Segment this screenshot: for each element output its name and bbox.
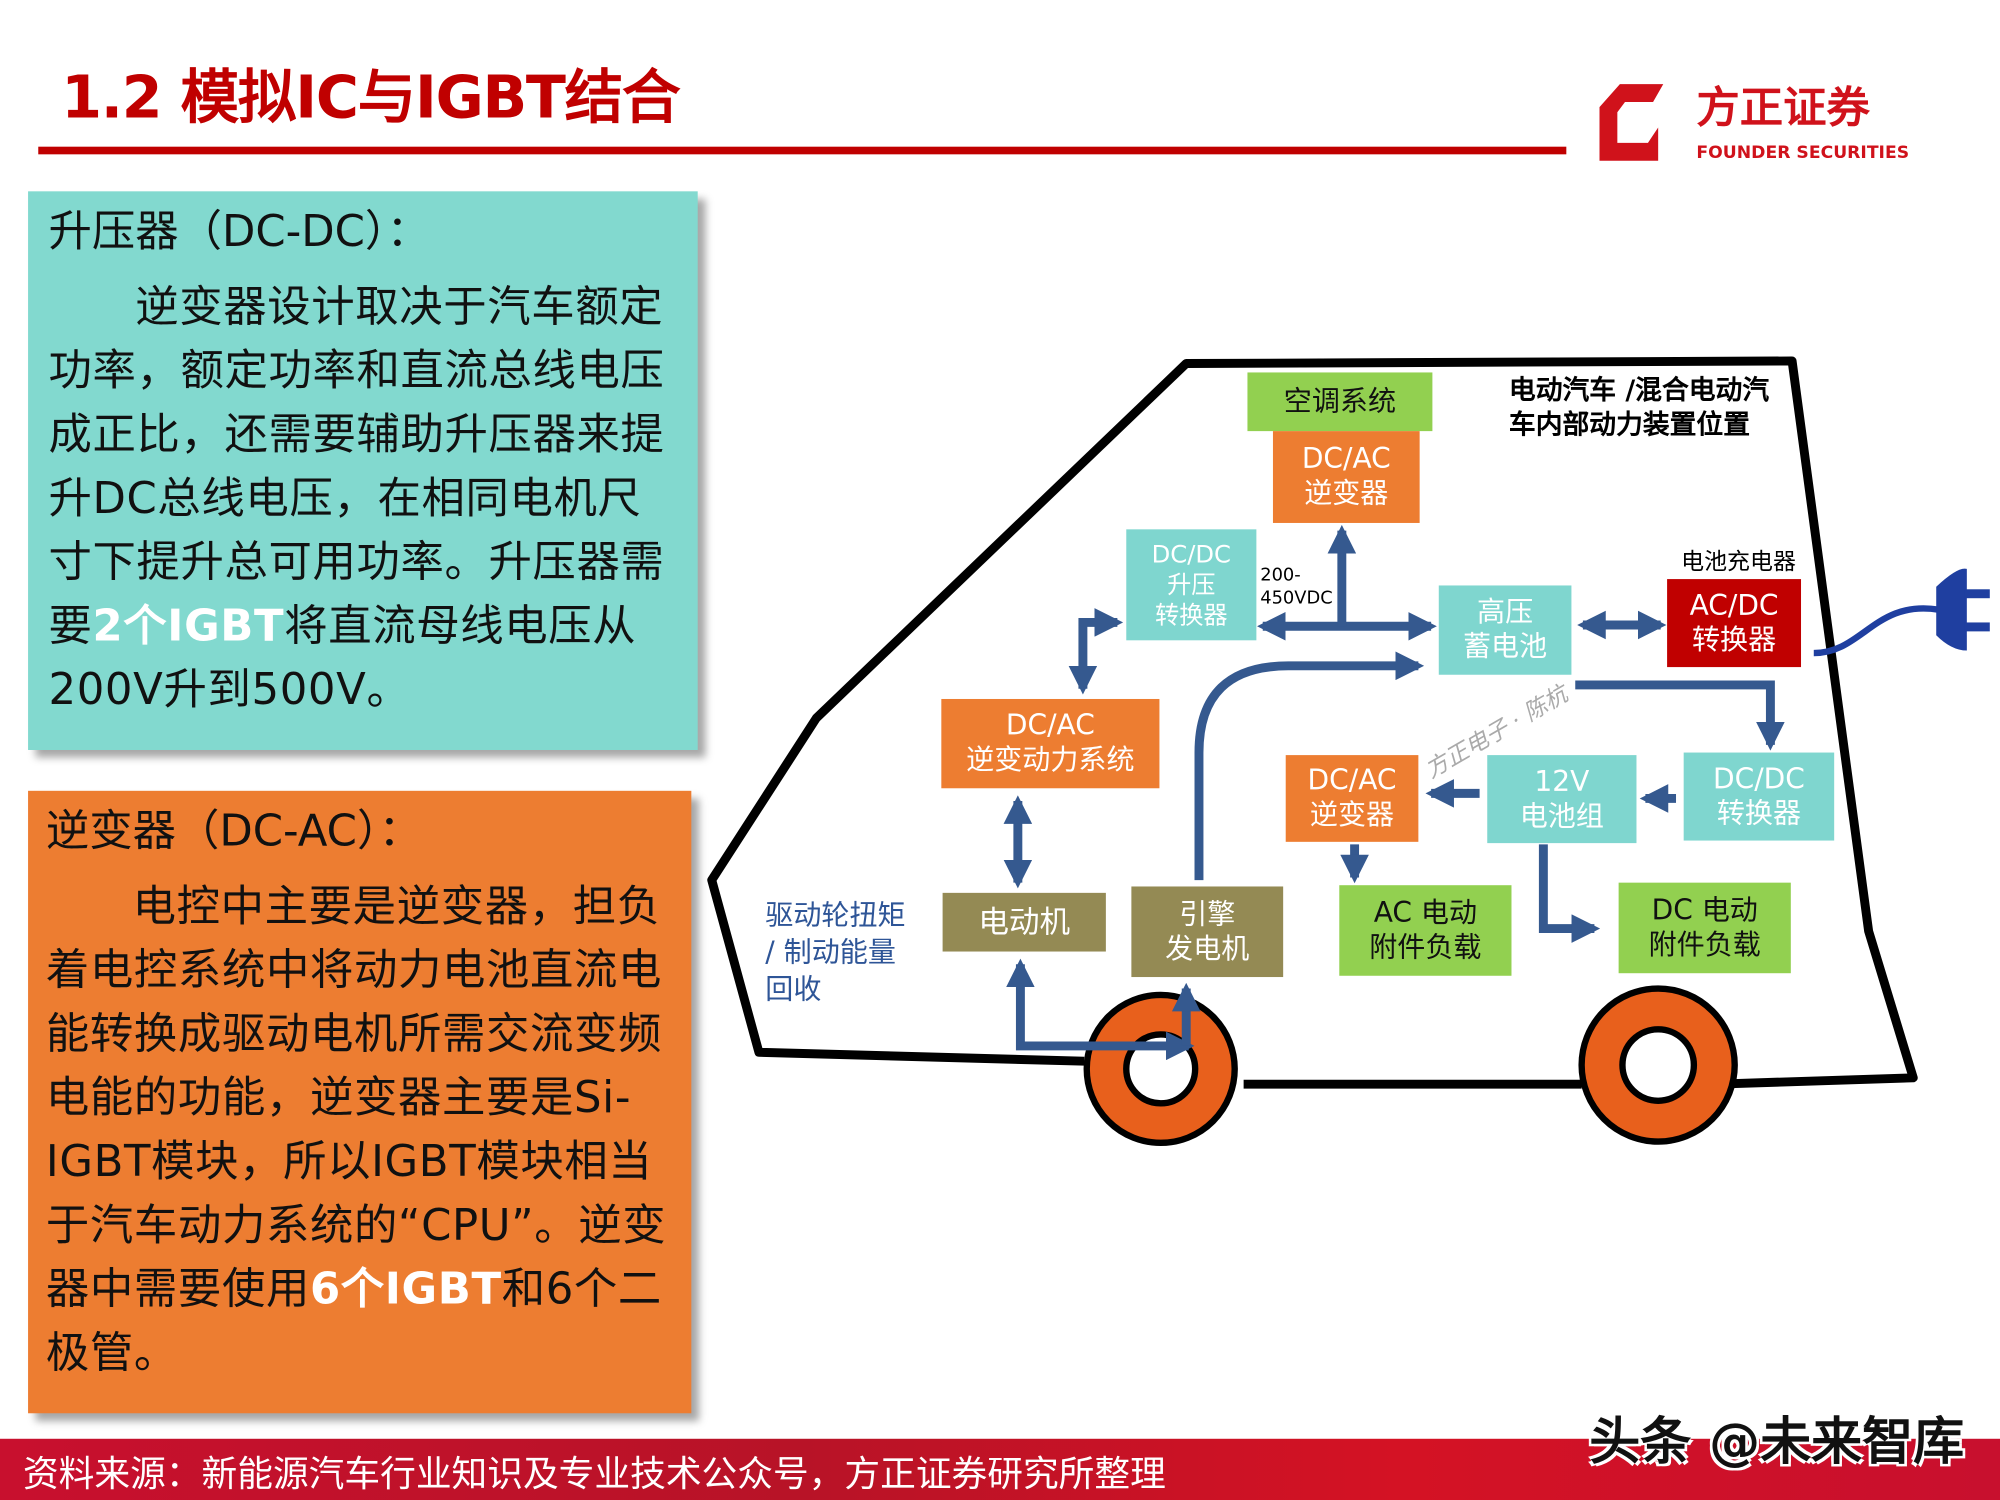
- boost-heading: 升压器（DC-DC）：: [48, 206, 431, 258]
- arrow-12v-to-dcload: [1538, 844, 1601, 943]
- box-label: 转换器: [1691, 624, 1777, 657]
- boost-text-a: 逆变器设计取决于汽车额定功率，额定功率和直流总线电压成正比，还需要辅助升压器来提…: [48, 281, 665, 652]
- box-label: 12V: [1534, 765, 1590, 798]
- box-dc-load: DC 电动附件负载: [1618, 882, 1791, 974]
- arrow-boost-drive: [1068, 608, 1124, 695]
- inverter-body: 电控中主要是逆变器，担负着电控系统中将动力电池直流电能转换成驱动电机所需交流变频…: [46, 875, 674, 1385]
- regen-line: 回收: [765, 974, 822, 1007]
- box-label: DC/AC: [1005, 710, 1095, 743]
- box-engine-generator: 引擎发电机: [1131, 886, 1284, 978]
- regen-line: 驱动轮扭矩: [765, 900, 906, 933]
- title-divider: [38, 146, 1567, 155]
- voltage-line: 450VDC: [1260, 588, 1333, 609]
- voltage-label: 200-450VDC: [1260, 564, 1333, 610]
- box-hv-battery: 高压蓄电池: [1438, 585, 1572, 675]
- box-label: AC/DC: [1689, 589, 1779, 622]
- regen-line: / 制动能量: [765, 937, 896, 970]
- box-label: 空调系统: [1283, 385, 1397, 418]
- boost-body: 逆变器设计取决于汽车额定功率，额定功率和直流总线电压成正比，还需要辅助升压器来提…: [48, 276, 679, 722]
- power-plug-icon: [1813, 568, 1990, 657]
- box-label: 电池组: [1519, 800, 1604, 833]
- box-label: 附件负载: [1369, 931, 1482, 964]
- arrow-engine-to-battery: [1194, 651, 1425, 881]
- box-label: 蓄电池: [1462, 631, 1548, 664]
- voltage-line: 200-: [1260, 565, 1301, 586]
- diagram-title: 电动汽车 /混合电动汽车内部动力装置位置: [1509, 374, 1769, 443]
- box-label: DC/DC: [1151, 540, 1231, 569]
- page-title: 1.2 模拟IC与IGBT结合: [61, 62, 681, 132]
- inverter-text-b: 和6个二极管。: [45, 1264, 662, 1379]
- box-label: 高压: [1477, 596, 1534, 629]
- front-wheel: [1083, 991, 1238, 1147]
- logo-mark-icon: 方正证券 FOUNDER SECURITIES: [1599, 83, 1909, 163]
- box-label: DC/AC: [1301, 443, 1391, 476]
- boost-converter-panel: 升压器（DC-DC）： 逆变器设计取决于汽车额定功率，额定功率和直流总线电压成正…: [28, 191, 698, 750]
- founder-securities-logo: 方正证券 FOUNDER SECURITIES: [1597, 77, 1931, 169]
- box-label: DC/DC: [1712, 763, 1805, 796]
- charger-label: 电池充电器: [1681, 548, 1796, 576]
- box-label: 发电机: [1165, 933, 1250, 965]
- boost-highlight: 2个IGBT: [92, 600, 285, 652]
- arrow-battery-to-dcdc: [1575, 680, 1785, 751]
- arrow-wheel-motor: [1006, 958, 1195, 1061]
- regen-label: 驱动轮扭矩 / 制动能量回收: [765, 898, 905, 1009]
- inverter-heading: 逆变器（DC-AC）：: [45, 806, 422, 858]
- box-label: DC 电动: [1651, 894, 1758, 927]
- inverter-panel: 逆变器（DC-AC）： 电控中主要是逆变器，担负着电控系统中将动力电池直流电能转…: [28, 790, 692, 1414]
- toutiao-watermark: 头条 @未来智库: [1589, 1413, 1965, 1472]
- box-label: AC 电动: [1373, 897, 1478, 930]
- box-label: DC/AC: [1307, 765, 1397, 798]
- box-label: 转换器: [1716, 797, 1802, 830]
- box-label: 电动机: [978, 903, 1071, 940]
- svg-text:FOUNDER SECURITIES: FOUNDER SECURITIES: [1696, 143, 1909, 163]
- source-note: 资料来源：新能源汽车行业知识及专业技术公众号，方正证券研究所整理: [22, 1452, 1166, 1495]
- box-label: 转换器: [1154, 601, 1228, 630]
- rear-wheel: [1578, 985, 1738, 1145]
- box-label: 逆变器: [1309, 799, 1395, 832]
- box-motor: 电动机: [942, 892, 1106, 952]
- box-label: 附件负载: [1648, 929, 1761, 962]
- box-ac-system: 空调系统: [1247, 372, 1433, 432]
- diagram-title-line: 电动汽车 /混合电动汽: [1508, 374, 1770, 406]
- box-label: 逆变动力系统: [966, 744, 1135, 777]
- inverter-text-a: 电控中主要是逆变器，担负着电控系统中将动力电池直流电能转换成驱动电机所需交流变频…: [45, 881, 667, 1316]
- svg-text:方正证券: 方正证券: [1696, 83, 1870, 133]
- box-label: 引擎: [1179, 898, 1236, 931]
- footer-bar: [0, 1438, 2000, 1500]
- box-ac-load: AC 电动附件负载: [1339, 885, 1512, 976]
- diagram-title-line: 车内部动力装置位置: [1508, 409, 1750, 441]
- box-label: 逆变器: [1304, 478, 1389, 511]
- inverter-highlight: 6个IGBT: [309, 1264, 502, 1316]
- car-outline: [707, 356, 1918, 1089]
- boost-text-b: 将直流母线电压从200V升到500V。: [48, 600, 637, 716]
- box-label: 升压: [1167, 570, 1216, 599]
